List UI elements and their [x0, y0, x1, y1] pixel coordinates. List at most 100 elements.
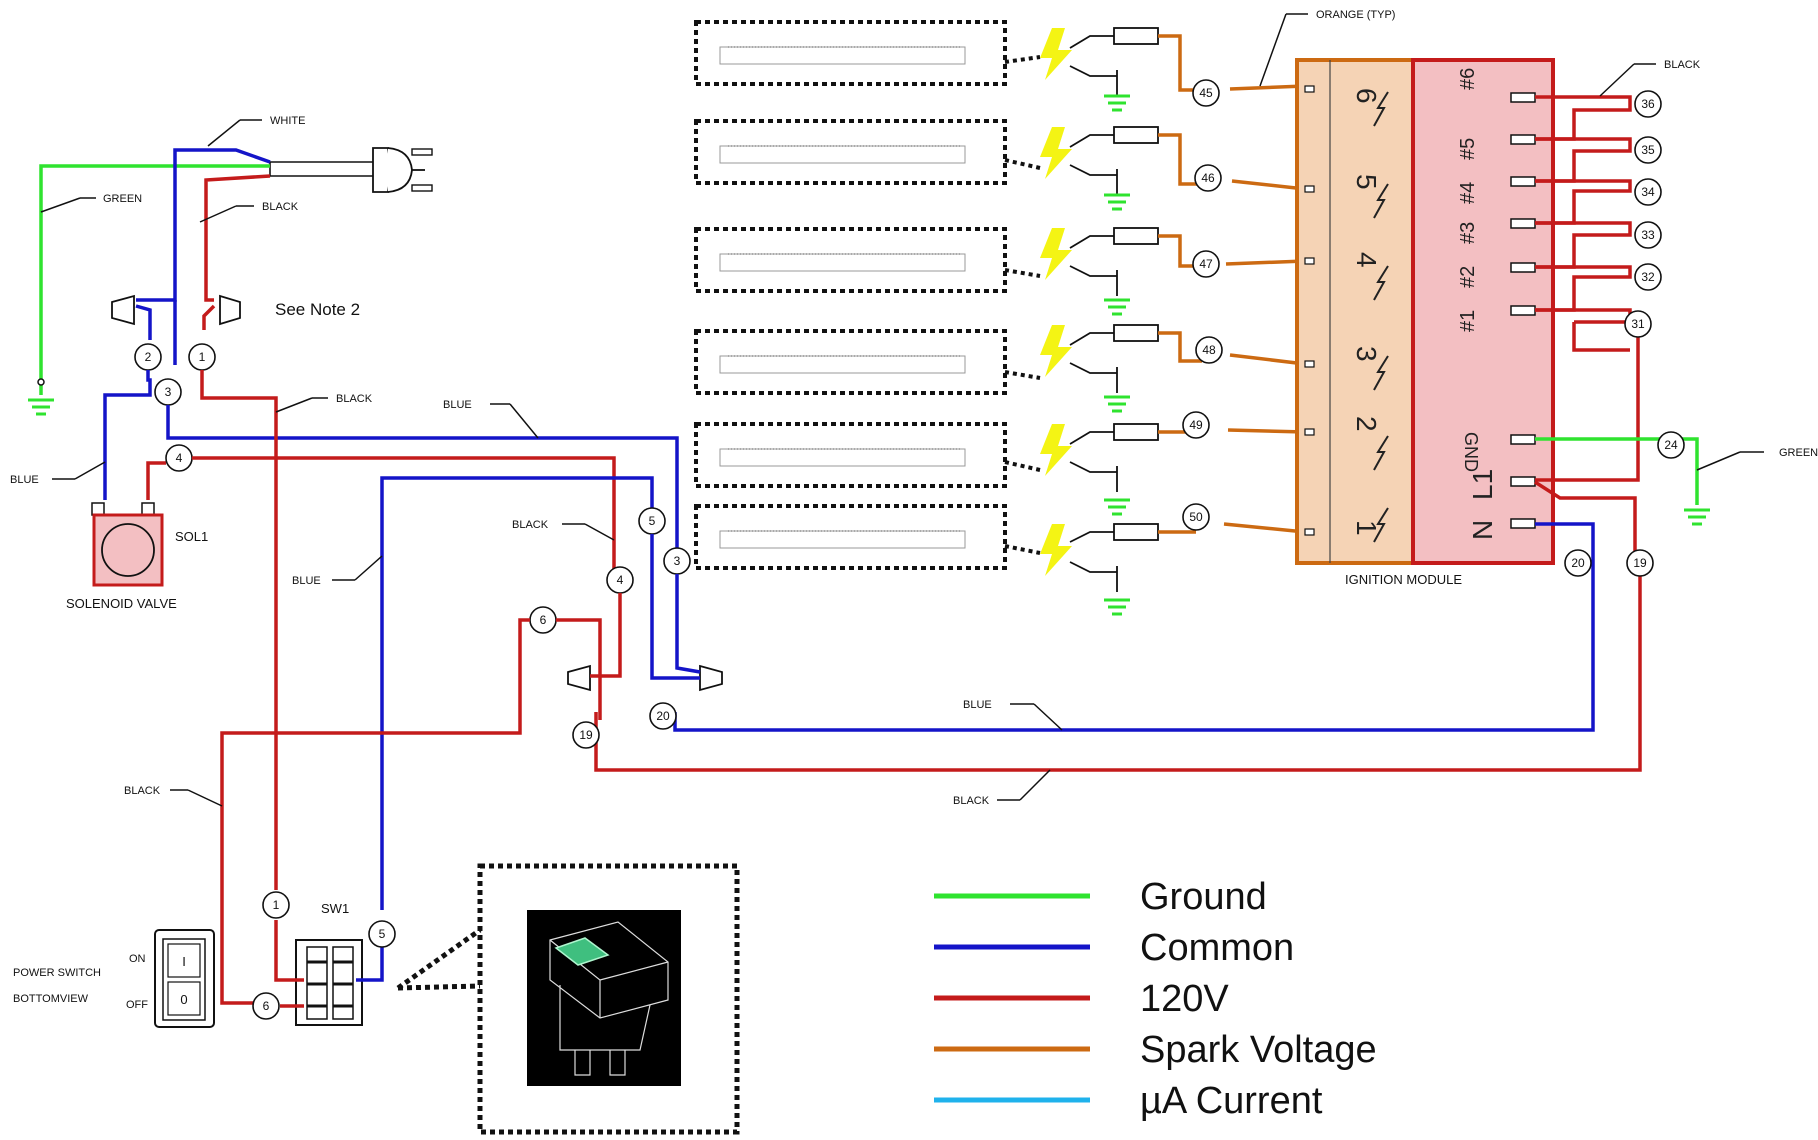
channel-number: 1: [1351, 520, 1382, 536]
node-mod-46: 46: [1194, 164, 1222, 192]
sw1-switch: [295, 939, 363, 1026]
channel-number: 4: [1351, 252, 1382, 268]
rocker-led-icon: [554, 937, 610, 966]
node-out-34: 34: [1634, 178, 1662, 206]
ignition-module-label: IGNITION MODULE: [1345, 572, 1462, 587]
power-switch-label: POWER SWITCH: [13, 967, 101, 979]
spark-row-6: [1040, 523, 1159, 616]
black-bottom-label: BLACK: [953, 795, 990, 807]
switch-photo-callout: [396, 863, 740, 1135]
output-label: #3: [1457, 222, 1479, 244]
cord-line-wire: [204, 174, 271, 302]
spark-electrodes: [1040, 27, 1159, 616]
l1-feed-wire: [594, 560, 1642, 772]
blue-bottom-label: BLUE: [963, 699, 992, 711]
svg-text:6: 6: [540, 613, 547, 627]
channel-terminals: [1304, 85, 1315, 536]
legend-item-spark-voltage: Spark Voltage: [934, 1029, 1377, 1071]
node-plug-3: 3: [154, 378, 182, 406]
spark-row-5: [1040, 423, 1159, 516]
wire-labels: WHITE GREEN BLACK See Note 2 BLACK BLUE …: [10, 9, 1818, 1011]
svg-text:45: 45: [1199, 86, 1213, 100]
white-label: WHITE: [270, 115, 305, 127]
svg-text:20: 20: [1571, 556, 1585, 570]
channel-number: 2: [1351, 416, 1382, 432]
spark-bolt-icon: [1040, 127, 1072, 179]
spark-bolt-icon: [1040, 524, 1072, 576]
svg-text:31: 31: [1631, 317, 1645, 331]
off-symbol: 0: [180, 992, 187, 1007]
black-plug-label: BLACK: [262, 201, 299, 213]
node-mod-49: 49: [1182, 411, 1210, 439]
ignition-module: 6 5 4 3 2 1 #6 #5 #4 #3 #2 #1 GND L1 N: [1295, 58, 1555, 565]
svg-text:4: 4: [176, 451, 183, 465]
power-switch-bottom-view: I 0: [154, 929, 215, 1028]
plug-icon: [372, 147, 391, 193]
off-label: OFF: [126, 999, 148, 1011]
spark-row-1: [1040, 27, 1159, 112]
ground-icon: [1104, 498, 1130, 516]
svg-text:2: 2: [145, 350, 152, 364]
ground-icon: [28, 378, 54, 416]
blue-center-label: BLUE: [292, 575, 321, 587]
spark-channel-block: [1295, 58, 1415, 565]
n-label: N: [1467, 520, 1498, 540]
legend-label: µA Current: [1140, 1080, 1323, 1122]
bottom-view-label: BOTTOMVIEW: [13, 993, 89, 1005]
black-left-lower-label: BLACK: [124, 785, 161, 797]
connector-plug-pair: [111, 294, 241, 326]
channel-number: 5: [1351, 174, 1382, 190]
black-right-label: BLACK: [1664, 59, 1701, 71]
svg-text:1: 1: [199, 350, 206, 364]
ground-icon: [1104, 193, 1130, 211]
svg-text:19: 19: [579, 728, 593, 742]
black-mid-label: BLACK: [336, 393, 373, 405]
legend-item-ua-current: µA Current: [934, 1080, 1323, 1122]
node-out-36: 36: [1634, 90, 1662, 118]
ground-icon: [1104, 395, 1130, 413]
output-label: #4: [1457, 182, 1479, 204]
solenoid-valve: [91, 502, 164, 587]
module-ground-wire: [1535, 437, 1699, 505]
svg-text:36: 36: [1641, 97, 1655, 111]
node-sw-5: 5: [368, 920, 396, 948]
svg-text:48: 48: [1202, 343, 1216, 357]
svg-text:20: 20: [656, 709, 670, 723]
svg-text:4: 4: [617, 573, 624, 587]
burner-2: [694, 119, 1041, 185]
node-mod-47: 47: [1192, 250, 1220, 278]
node-conn-20: 20: [649, 702, 677, 730]
channel-number: 6: [1351, 88, 1382, 104]
node-mod-45: 45: [1192, 79, 1220, 107]
svg-text:1: 1: [273, 898, 280, 912]
output-label: #6: [1457, 68, 1479, 90]
ground-icon: [1104, 298, 1130, 316]
node-sw-1: 1: [262, 891, 290, 919]
burner-5: [694, 422, 1041, 488]
node-plug-1: 1: [188, 343, 216, 371]
node-out-31: 31: [1624, 310, 1652, 338]
spark-row-4: [1040, 324, 1159, 413]
burner-array: [694, 20, 1041, 570]
ground-icon: [1104, 598, 1130, 616]
spark-bolt-icon: [1040, 228, 1072, 280]
output-label: #2: [1457, 266, 1479, 288]
green-label: GREEN: [103, 193, 142, 205]
blue-mid-label: BLUE: [443, 399, 472, 411]
svg-text:34: 34: [1641, 185, 1655, 199]
node-sol-4: 4: [165, 444, 193, 472]
connector-center-pair: [567, 664, 723, 692]
legend-label: Ground: [1140, 876, 1267, 918]
node-right-19: 19: [1626, 549, 1654, 577]
node-mod-48: 48: [1195, 336, 1223, 364]
burner-4: [694, 329, 1041, 395]
svg-text:5: 5: [379, 927, 386, 941]
svg-text:5: 5: [649, 514, 656, 528]
l1-label: L1: [1467, 469, 1498, 500]
node-gnd-24: 24: [1657, 431, 1685, 459]
blue-left-label: BLUE: [10, 474, 39, 486]
legend-label: Spark Voltage: [1140, 1029, 1377, 1071]
node-center-4: 4: [606, 566, 634, 594]
svg-text:50: 50: [1189, 510, 1203, 524]
